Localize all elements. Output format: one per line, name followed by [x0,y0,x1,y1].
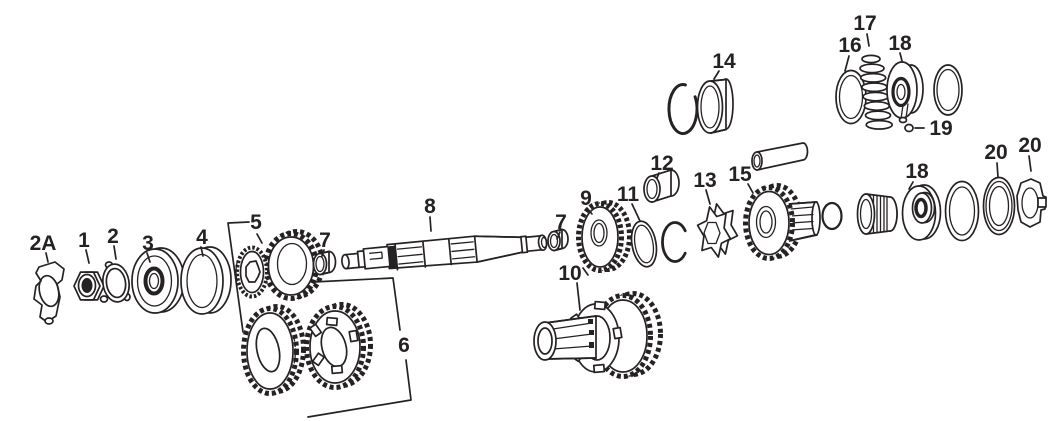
part-label-19: 19 [929,117,952,140]
detent-outer-ring [933,64,963,116]
part-7-bushing-front [312,250,337,276]
part-4-spacer-ring [180,246,232,315]
part-label-20a: 20 [984,141,1007,164]
leader-18a [899,52,903,62]
spacer-ring [944,180,980,242]
part-7-bushing-rear [547,228,569,252]
leader-2a [45,252,49,263]
leader-15 [747,183,754,194]
part-label-1: 1 [78,229,90,252]
leader-3 [146,252,151,263]
leader-9 [586,207,593,215]
part-label-17: 17 [853,12,876,35]
leader-6-top [312,277,401,331]
part-label-7b: 7 [555,211,567,234]
part-8-mainshaft [341,234,548,271]
part-17-spring [859,54,894,130]
part-14-ring-and-collar [667,78,734,136]
leader-13 [705,189,711,205]
part-label-2: 2 [107,225,119,248]
part-label-3: 3 [142,232,154,255]
leader-20b [1028,155,1032,172]
leader-1 [85,249,90,264]
leader-10 [576,282,581,311]
part-label-12: 12 [650,152,673,175]
part-label-18b: 18 [905,160,929,183]
part-label-6: 6 [398,334,410,357]
leader-14 [713,70,720,80]
part-20-tab-washer [1016,178,1047,228]
leader-18b [908,181,914,190]
part-label-5: 5 [250,211,262,234]
part-label-18a: 18 [888,32,912,55]
small-o-ring [821,201,843,231]
leader-7a [321,249,325,257]
part-2-tab-washer [99,261,131,303]
part-1-nut [73,271,105,301]
leader-8 [429,216,432,232]
leader-2 [113,245,117,260]
leader-20a [996,162,999,178]
leader-10-slash [582,267,589,276]
part-3-bearing-washer [131,247,185,314]
part-labels: 2A 1 2 3 4 5 6 7 8 7 9 10 11 12 13 14 15… [30,12,1042,357]
part-label-20b: 20 [1018,134,1041,157]
part-label-11: 11 [617,183,640,206]
part-2a-lock-plate [33,261,65,325]
leader-12 [656,172,660,179]
part-label-2a: 2A [30,232,57,255]
leader-16 [844,55,850,72]
part-13-star-washer [696,203,739,258]
part-label-15: 15 [728,163,752,186]
part-label-9: 9 [580,187,592,210]
part-18-detent-cup [886,61,924,124]
part-label-8: 8 [424,195,436,218]
part-15-gear-with-pin [743,142,821,261]
leader-7b [556,231,561,240]
part-10-sliding-clutch-gear [533,291,663,379]
part-label-16: 16 [838,34,861,57]
leader-5a [256,233,263,244]
part-18-hub-washer [901,184,942,241]
part-5-double-gear [235,229,325,301]
part-19-ball [904,123,914,133]
part-label-4: 4 [196,226,208,249]
part-20-flanged-ring [982,176,1016,236]
part-9-gear [576,200,632,273]
part-label-14: 14 [712,50,736,73]
part-12-bushing [643,169,680,203]
part-11-thrust-washer [630,220,687,268]
leader-4 [200,246,204,257]
part-label-7a: 7 [319,229,331,252]
retaining-ring [661,221,687,263]
part-label-10: 10 [558,262,581,285]
leader-lines [45,33,1032,418]
tapered-roller-bearing [856,193,898,235]
part-label-13: 13 [693,169,716,192]
leader-11 [631,203,641,222]
leader-5b [227,221,250,333]
part-6-gear-pair [241,302,373,396]
leader-17 [866,33,870,47]
leader-6-bottom [307,359,412,418]
